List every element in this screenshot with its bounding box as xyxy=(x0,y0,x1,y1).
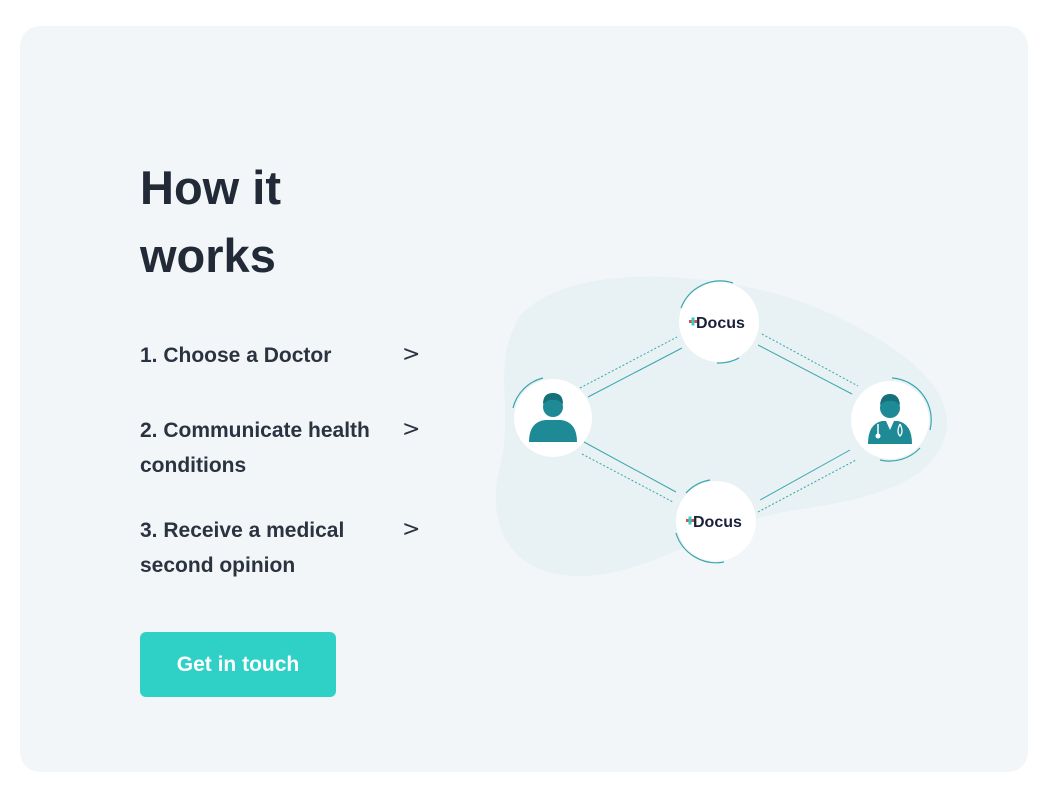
background-blob xyxy=(495,276,948,576)
step-receive-opinion[interactable]: 3. Receive a medical second opinion > xyxy=(140,513,420,583)
section-title: How it works xyxy=(140,161,281,282)
how-it-works-diagram: Docus Docus xyxy=(495,276,948,576)
get-in-touch-button[interactable]: Get in touch xyxy=(140,632,336,697)
step-label: 2. Communicate health conditions xyxy=(140,419,370,477)
chevron-right-icon: > xyxy=(402,417,421,442)
docus-node-top: Docus xyxy=(679,280,759,364)
svg-text:Docus: Docus xyxy=(696,315,745,332)
step-communicate[interactable]: 2. Communicate health conditions > xyxy=(140,413,420,483)
docus-logo: Docus xyxy=(689,315,745,332)
doctor-icon xyxy=(868,394,912,444)
svg-text:Docus: Docus xyxy=(693,514,742,531)
patient-node xyxy=(512,377,592,457)
docus-logo: Docus xyxy=(686,514,742,531)
patient-icon xyxy=(529,393,577,442)
chevron-right-icon: > xyxy=(402,342,421,367)
connector-lines xyxy=(579,333,859,513)
chevron-right-icon: > xyxy=(402,517,421,542)
how-it-works-card: How it works 1. Choose a Doctor > 2. Com… xyxy=(20,26,1028,772)
doctor-node xyxy=(851,377,932,462)
docus-node-bottom: Docus xyxy=(675,479,756,564)
step-label: 3. Receive a medical second opinion xyxy=(140,519,345,577)
step-choose-doctor[interactable]: 1. Choose a Doctor > xyxy=(140,338,420,373)
step-label: 1. Choose a Doctor xyxy=(140,344,332,367)
